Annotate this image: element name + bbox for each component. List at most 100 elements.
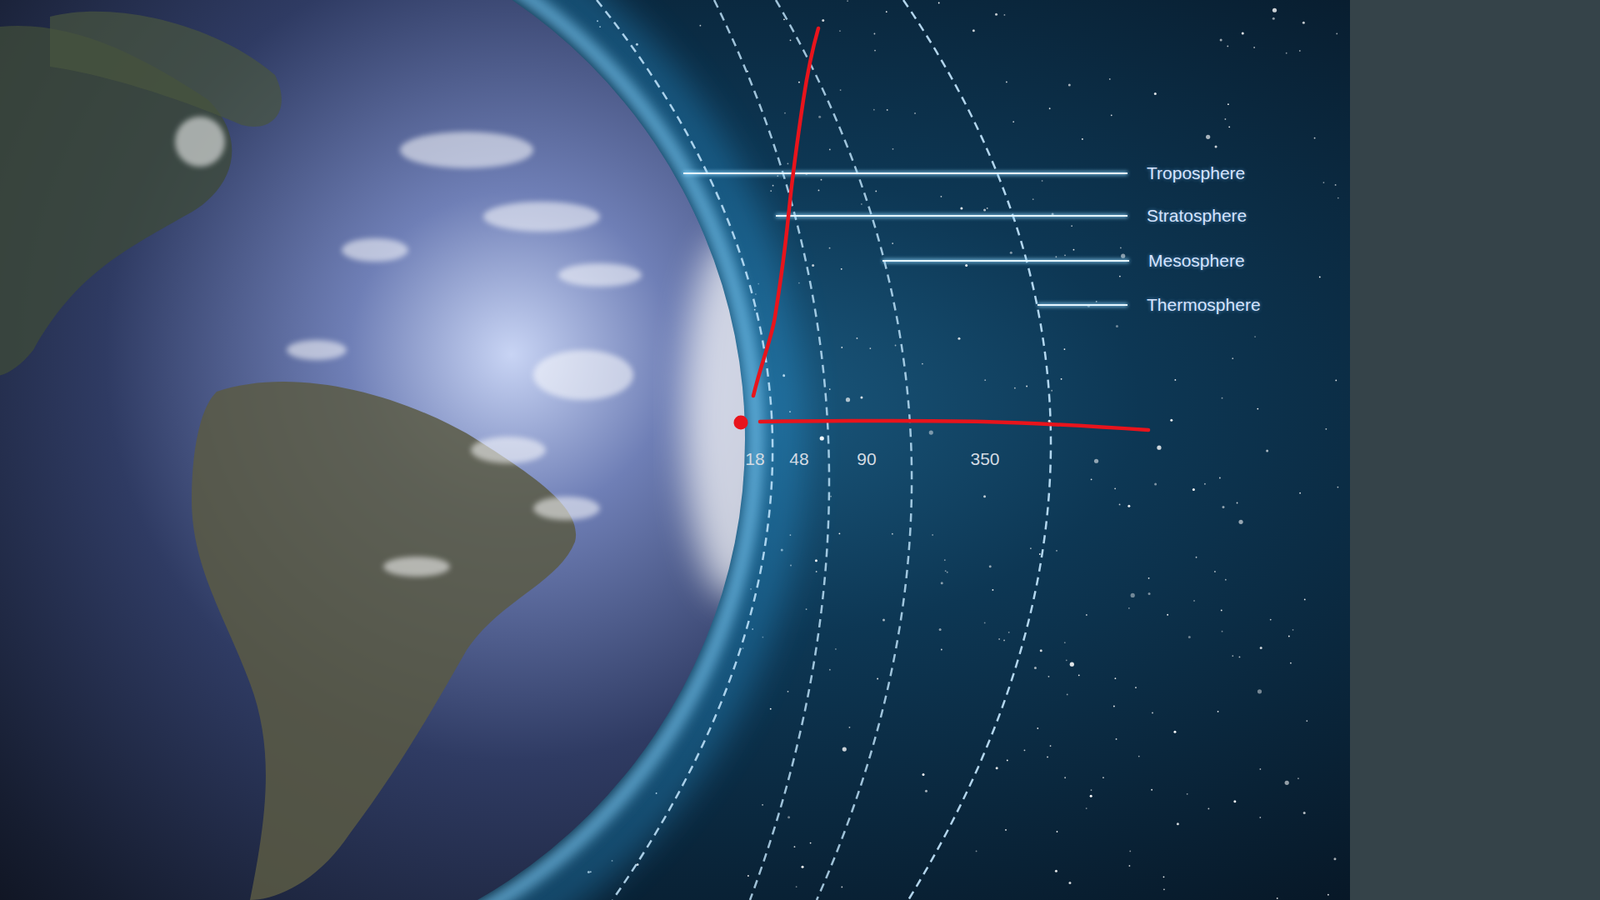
star <box>1006 760 1009 762</box>
star <box>1241 32 1245 35</box>
star <box>1025 385 1028 388</box>
star <box>1204 483 1206 485</box>
star <box>1064 348 1066 350</box>
star <box>761 804 764 806</box>
star <box>1036 727 1039 730</box>
star <box>860 203 863 205</box>
star <box>875 190 877 192</box>
star <box>1217 710 1220 713</box>
star <box>1215 145 1218 148</box>
star <box>972 29 975 32</box>
star <box>1319 275 1321 278</box>
star <box>805 608 808 610</box>
star <box>869 347 871 350</box>
star <box>1049 107 1051 110</box>
star <box>1174 379 1176 381</box>
star <box>798 81 800 84</box>
star <box>1221 397 1224 400</box>
star <box>1005 80 1008 83</box>
star <box>1090 789 1093 791</box>
star <box>794 845 796 848</box>
star <box>998 638 1000 640</box>
star <box>1120 247 1122 250</box>
star <box>1085 807 1088 810</box>
star <box>1138 755 1140 758</box>
star <box>991 589 994 591</box>
star <box>1128 607 1130 610</box>
star <box>1299 492 1301 495</box>
star <box>1115 325 1119 328</box>
star <box>821 19 825 22</box>
star <box>840 89 842 91</box>
star <box>886 109 889 111</box>
star <box>1094 459 1099 464</box>
star <box>1238 520 1243 525</box>
star <box>1064 776 1066 779</box>
star <box>795 885 798 888</box>
star <box>1055 870 1058 873</box>
star <box>1005 829 1007 831</box>
star <box>1270 619 1272 621</box>
star <box>944 559 946 561</box>
star <box>838 532 840 535</box>
side-panel <box>1350 0 1600 900</box>
star <box>914 112 916 115</box>
star <box>1207 808 1210 810</box>
star <box>1236 502 1239 505</box>
star <box>1253 46 1255 49</box>
star <box>975 850 978 853</box>
star <box>1220 610 1223 612</box>
star <box>1130 593 1135 598</box>
star <box>1303 811 1306 815</box>
layer-label: Mesosphere <box>1148 250 1245 271</box>
layer-label: Stratosphere <box>1146 205 1247 226</box>
star <box>784 112 786 115</box>
star <box>829 148 831 150</box>
star <box>1148 577 1150 580</box>
star <box>829 247 831 250</box>
star <box>1285 52 1288 55</box>
star <box>1224 118 1226 120</box>
star <box>1325 428 1327 430</box>
star <box>891 533 894 535</box>
star <box>921 773 925 776</box>
altitude-number: 18 <box>745 449 765 470</box>
star <box>1239 656 1241 659</box>
star <box>1314 137 1316 140</box>
star <box>1335 380 1337 382</box>
star <box>957 337 960 340</box>
star <box>1040 649 1043 652</box>
leader-glow <box>683 173 1130 305</box>
star <box>1014 387 1016 390</box>
star <box>1226 45 1229 48</box>
star <box>770 190 772 192</box>
star <box>1039 553 1041 555</box>
star <box>1260 646 1263 650</box>
layer-label: Troposphere <box>1146 163 1245 184</box>
star <box>945 570 947 572</box>
star <box>1060 378 1063 380</box>
star <box>1109 78 1111 80</box>
star <box>1163 875 1165 878</box>
star <box>1068 84 1071 87</box>
star <box>1095 300 1098 303</box>
star <box>1297 777 1300 780</box>
star <box>1120 254 1125 259</box>
star <box>1304 599 1306 601</box>
star <box>1335 33 1338 35</box>
star <box>801 865 805 869</box>
star <box>965 264 968 267</box>
star <box>1030 547 1032 550</box>
star <box>840 268 843 270</box>
star <box>939 628 942 631</box>
star <box>895 345 897 347</box>
star <box>1065 659 1068 661</box>
altitude-number: 48 <box>789 449 809 470</box>
star <box>1012 120 1015 123</box>
star <box>842 746 847 751</box>
star <box>1110 114 1113 116</box>
star <box>815 559 818 562</box>
star <box>874 33 876 35</box>
star <box>984 379 986 381</box>
star <box>1327 894 1330 896</box>
